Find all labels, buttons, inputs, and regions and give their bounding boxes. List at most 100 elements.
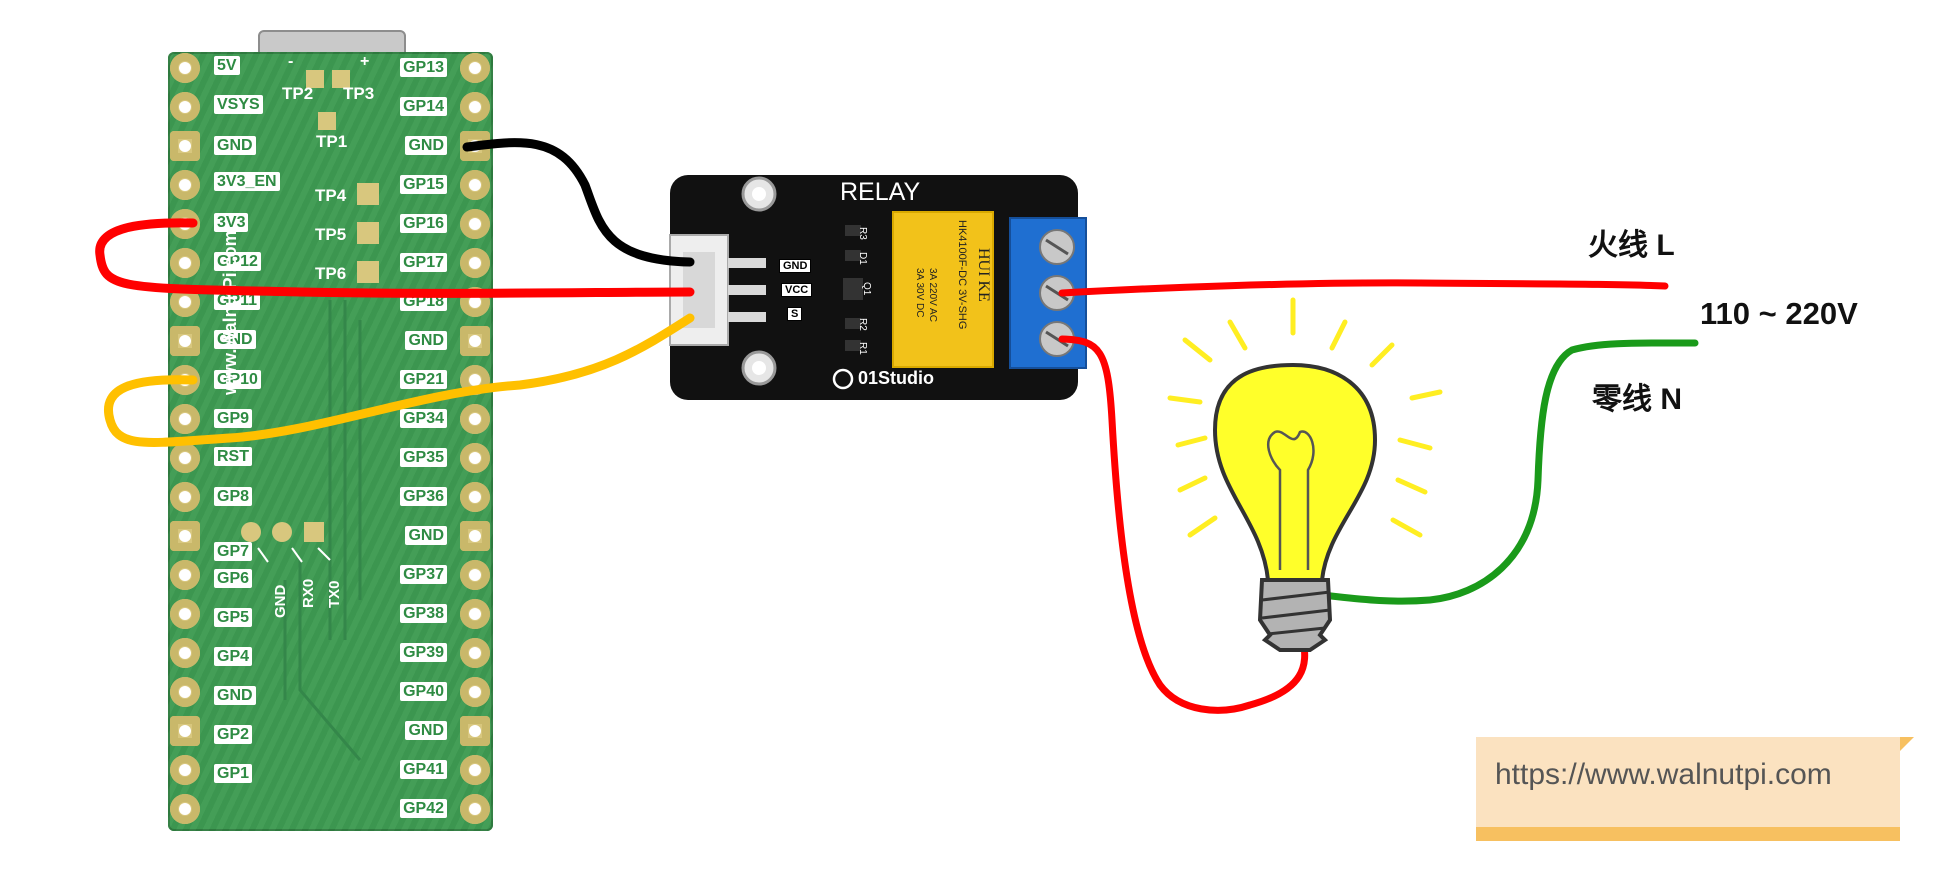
left-header-pad [170, 755, 200, 785]
pad-hole [179, 140, 191, 152]
relay-body [892, 211, 994, 368]
tp6-pad [357, 261, 379, 283]
watermark-url: https://www.walnutpi.com [1495, 758, 1832, 791]
debug-pad-rx0 [272, 522, 292, 542]
right-pin-label: GP36 [400, 487, 447, 506]
left-pin-label: GP11 [214, 291, 261, 310]
tp6-label: TP6 [315, 264, 347, 283]
left-header-pad [170, 677, 200, 707]
right-pin-label: GP15 [400, 175, 447, 194]
left-header-pad [170, 638, 200, 668]
left-pin-label: GP4 [214, 647, 253, 666]
right-header-pad [460, 248, 490, 278]
left-header-pad [170, 53, 200, 83]
smd-d1 [845, 250, 861, 261]
smd-q1 [843, 278, 863, 300]
pad-hole [179, 686, 191, 698]
right-header-pad [460, 521, 490, 551]
pad-hole [469, 62, 481, 74]
pad-hole [469, 179, 481, 191]
pad-hole [469, 530, 481, 542]
pad-hole [179, 530, 191, 542]
smd-r2 [845, 318, 861, 329]
left-pin-label: GP6 [214, 569, 253, 588]
wire-live-in [1058, 279, 1669, 297]
pad-hole [179, 296, 191, 308]
left-header-pad [170, 92, 200, 122]
pad-hole [469, 452, 481, 464]
left-header-pad [170, 482, 200, 512]
pad-hole [179, 101, 191, 113]
left-header-pad [170, 716, 200, 746]
pad-hole [469, 491, 481, 503]
left-header-pad [170, 521, 200, 551]
left-pin-label: GP5 [214, 608, 253, 627]
pad-hole [469, 725, 481, 737]
tp5-label: TP5 [315, 225, 347, 244]
left-header-pad [170, 794, 200, 824]
right-pin-label: GND [405, 331, 447, 350]
right-pin-label: GP16 [400, 214, 447, 233]
left-header-pad [170, 170, 200, 200]
tp2-label: TP2 [282, 84, 314, 103]
pad-hole [179, 764, 191, 776]
debug-pad-gnd [241, 522, 261, 542]
right-pin-label: GP39 [400, 643, 447, 662]
left-pin-label: GP1 [214, 764, 253, 783]
left-pin-label: GP2 [214, 725, 253, 744]
left-header-pad [170, 443, 200, 473]
relay-title: RELAY [840, 178, 921, 206]
pad-hole [469, 101, 481, 113]
usb-minus-mark: - [288, 53, 294, 70]
right-header-pad [460, 638, 490, 668]
pad-hole [179, 413, 191, 425]
pad-hole [469, 608, 481, 620]
left-pin-label: GND [214, 686, 256, 705]
right-pin-label: GP17 [400, 253, 447, 272]
brand-logo-icon [832, 368, 854, 390]
wire-gnd [462, 138, 695, 267]
pad-hole [469, 257, 481, 269]
left-header-pad [170, 248, 200, 278]
pad-hole [469, 686, 481, 698]
right-header-pad [460, 404, 490, 434]
tp3-pad [332, 70, 350, 88]
left-pin-label: GP12 [214, 252, 261, 271]
right-pin-label: GP13 [400, 58, 447, 77]
pad-hole [179, 179, 191, 191]
left-pin-label: GP10 [214, 370, 261, 389]
right-pin-label: GP41 [400, 760, 447, 779]
pad-hole [469, 647, 481, 659]
right-header-pad [460, 53, 490, 83]
pad-hole [179, 452, 191, 464]
pad-hole [179, 803, 191, 815]
tp4-pad [357, 183, 379, 205]
left-header-pad [170, 326, 200, 356]
pad-hole [469, 413, 481, 425]
left-pin-label: GND [214, 136, 256, 155]
pad-hole [469, 569, 481, 581]
right-header-pad [460, 560, 490, 590]
right-header-pad [460, 92, 490, 122]
header-label-vcc: VCC [781, 283, 813, 297]
right-header-pad [460, 677, 490, 707]
right-pin-label: GP37 [400, 565, 447, 584]
right-header-pad [460, 794, 490, 824]
right-pin-label: GP40 [400, 682, 447, 701]
pad-hole [179, 491, 191, 503]
light-rays [1167, 297, 1443, 538]
left-pin-label: RST [214, 447, 252, 466]
right-header-pad [460, 209, 490, 239]
usb-plus-mark: + [360, 53, 370, 70]
tp1-label: TP1 [316, 132, 348, 151]
right-header-pad [460, 326, 490, 356]
pad-hole [179, 62, 191, 74]
right-pin-label: GP21 [400, 370, 447, 389]
right-header-pad [460, 482, 490, 512]
debug-pad-tx0 [304, 522, 324, 542]
tp1-pad [318, 112, 336, 130]
pad-hole [179, 725, 191, 737]
